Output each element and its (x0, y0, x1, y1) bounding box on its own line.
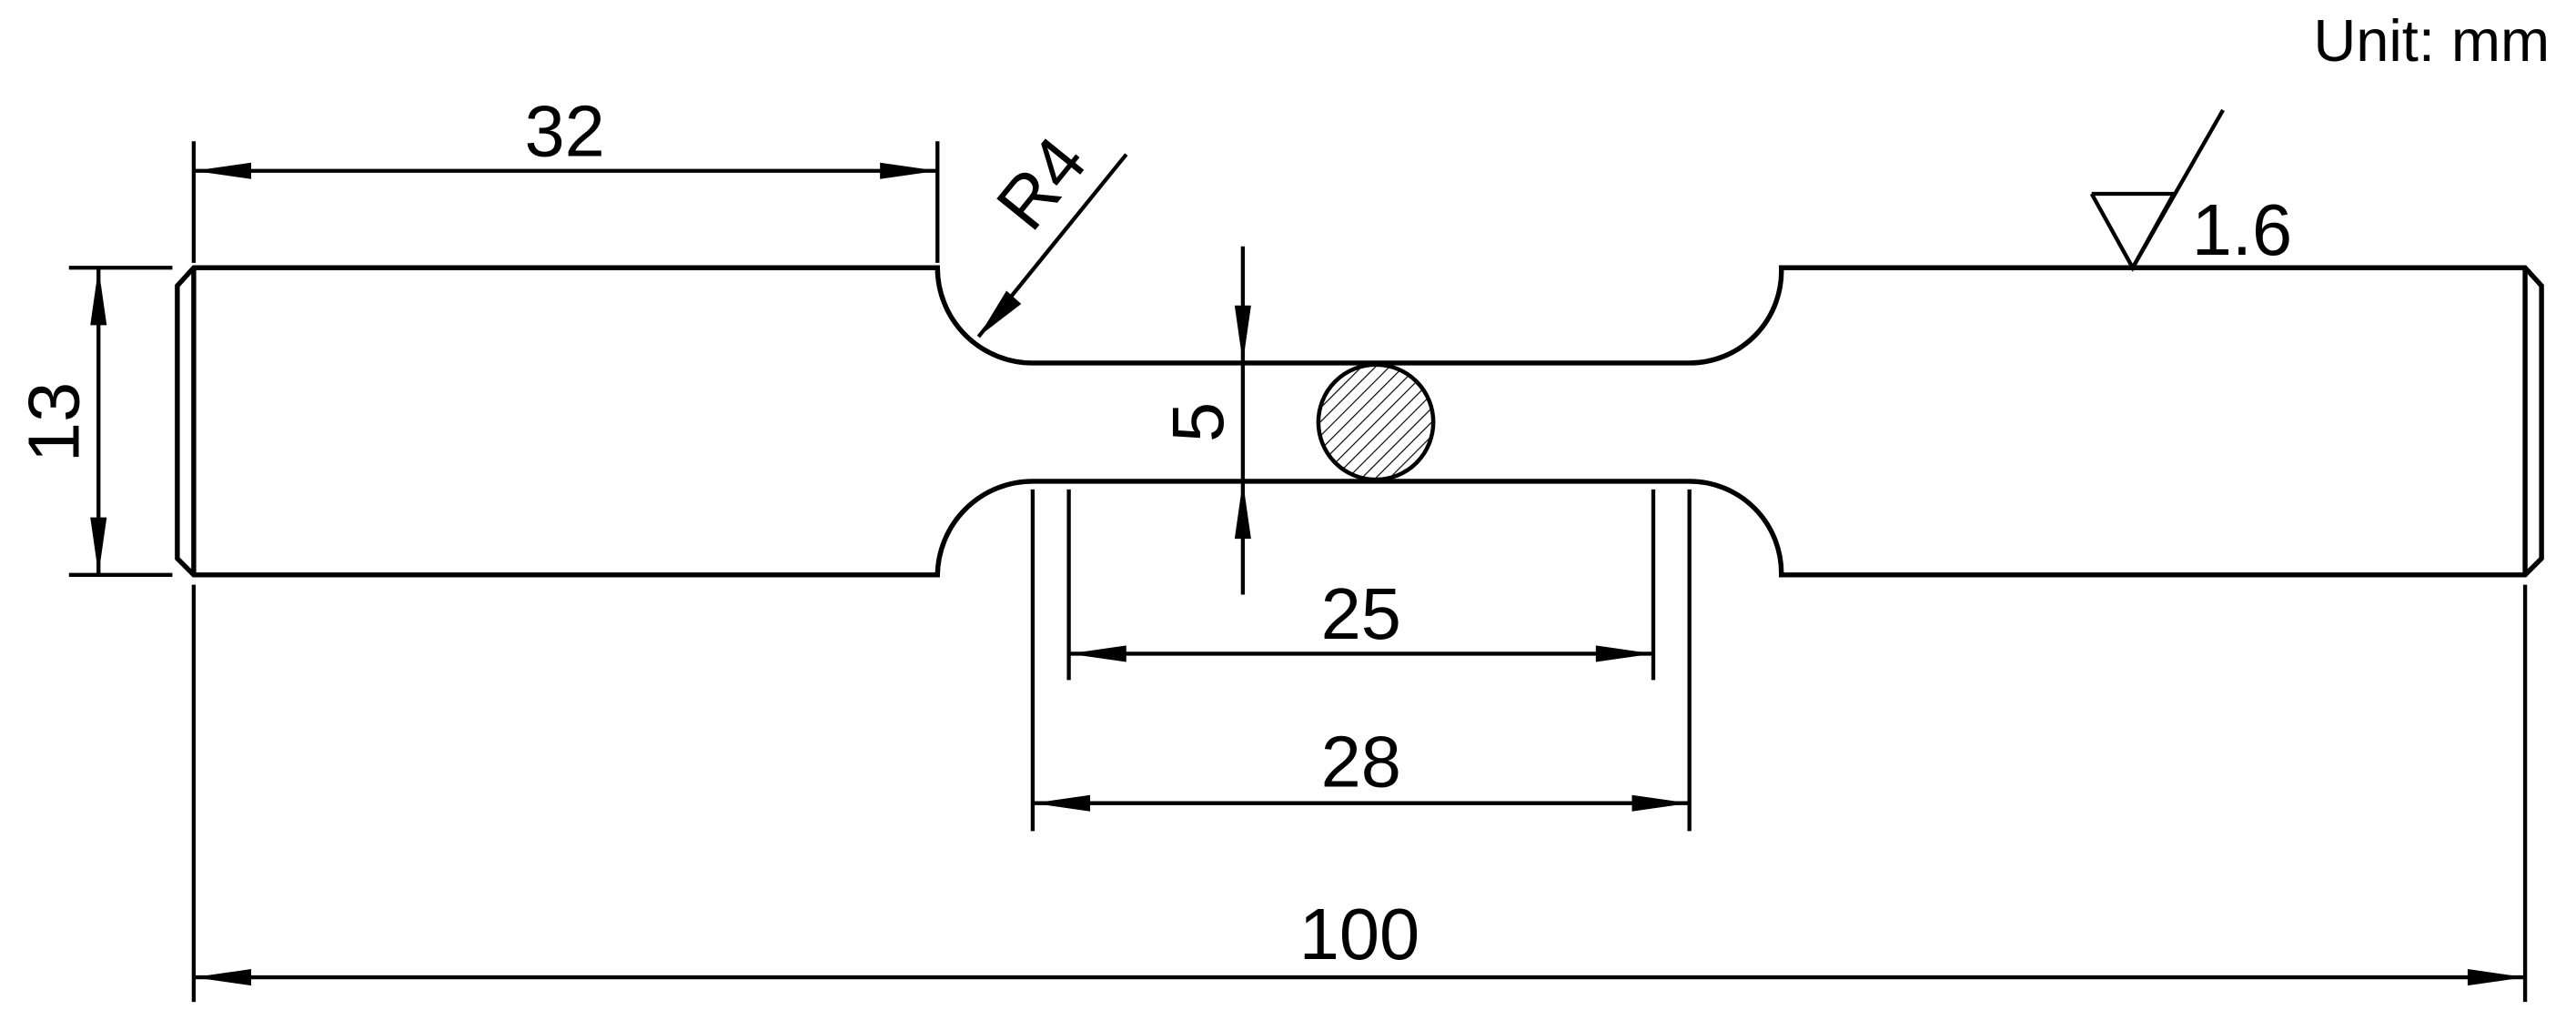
dimension-gauge-diameter-label: 5 (1157, 402, 1238, 442)
dimension-grip-length-label: 32 (525, 90, 605, 171)
dimension-grip-length: 32 (191, 90, 940, 263)
dimension-total-length-label: 100 (1299, 894, 1419, 975)
dimension-total-width-label: 13 (14, 382, 95, 462)
dimension-reduced-section: 28 (1030, 489, 1692, 832)
surface-roughness-symbol: 1.6 (2089, 108, 2292, 272)
radius-label: R4 (981, 122, 1102, 245)
surface-roughness-value: 1.6 (2192, 189, 2292, 270)
dimension-gauge-length: 25 (1066, 489, 1656, 681)
specimen-outline (175, 265, 2544, 578)
dimension-reduced-section-label: 28 (1321, 722, 1401, 803)
dimension-gauge-length-label: 25 (1321, 573, 1401, 654)
dimension-gauge-diameter: 5 (1157, 246, 1251, 595)
dimension-total-length: 100 (191, 584, 2528, 1003)
radius-callout: R4 (976, 122, 1128, 338)
dimension-total-width: 13 (14, 266, 173, 577)
cross-section-circle (1316, 362, 1436, 482)
unit-note: Unit: mm (2313, 7, 2550, 74)
